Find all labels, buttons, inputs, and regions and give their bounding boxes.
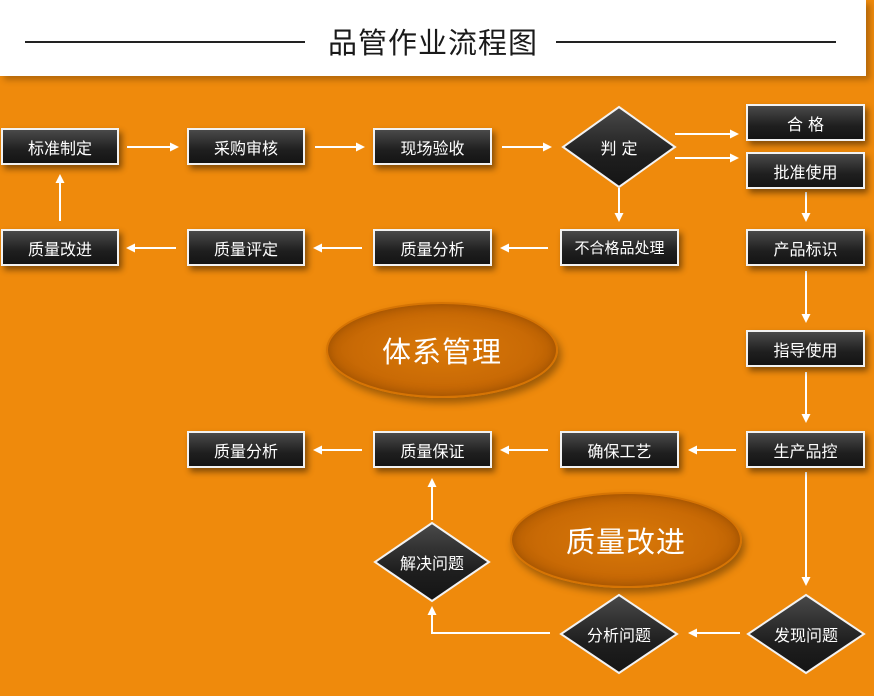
- analyze-label: 分析问题: [586, 626, 651, 645]
- node-analyze-problem[interactable]: 分析问题: [559, 593, 679, 675]
- title-line-right: [556, 41, 836, 43]
- node-guide-use[interactable]: 指导使用: [746, 330, 865, 367]
- node-approved-use[interactable]: 批准使用: [746, 152, 865, 189]
- page-title: 品管作业流程图: [327, 26, 538, 60]
- node-solve-problem[interactable]: 解决问题: [373, 521, 491, 603]
- analyze-diamond-shape: [559, 593, 679, 675]
- node-purchase-review[interactable]: 采购审核: [187, 128, 305, 165]
- node-onsite-inspection[interactable]: 现场验收: [373, 128, 492, 165]
- judge-diamond-shape: [561, 105, 677, 189]
- judge-label: 判 定: [600, 139, 638, 158]
- quality-improvement-ellipse: 质量改进: [510, 492, 742, 588]
- node-judge[interactable]: 判 定: [561, 105, 677, 189]
- header-banner: 品管作业流程图: [0, 0, 866, 76]
- solve-diamond-shape: [373, 521, 491, 603]
- find-diamond-shape: [746, 593, 866, 675]
- node-quality-analysis-bottom[interactable]: 质量分析: [187, 431, 305, 468]
- solve-label: 解决问题: [399, 554, 464, 573]
- system-management-ellipse: 体系管理: [326, 302, 558, 398]
- arrow-analyze-to-solve: [427, 606, 550, 634]
- find-label: 发现问题: [773, 626, 838, 645]
- node-quality-analysis-top[interactable]: 质量分析: [373, 229, 492, 266]
- node-qualified[interactable]: 合 格: [746, 104, 865, 141]
- node-standard[interactable]: 标准制定: [1, 128, 119, 165]
- node-production-control[interactable]: 生产品控: [746, 431, 865, 468]
- node-quality-assurance[interactable]: 质量保证: [373, 431, 492, 468]
- node-product-marking[interactable]: 产品标识: [746, 229, 865, 266]
- node-quality-improve[interactable]: 质量改进: [1, 229, 119, 266]
- node-find-problem[interactable]: 发现问题: [746, 593, 866, 675]
- node-quality-evaluate[interactable]: 质量评定: [187, 229, 305, 266]
- node-nonconforming[interactable]: 不合格品处理: [560, 229, 679, 266]
- title-line-left: [25, 41, 305, 43]
- node-ensure-process[interactable]: 确保工艺: [560, 431, 679, 468]
